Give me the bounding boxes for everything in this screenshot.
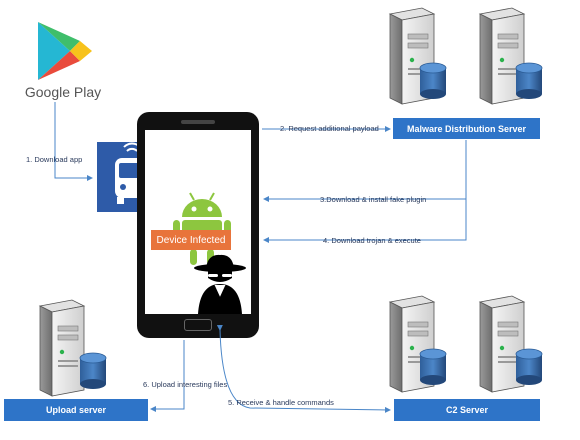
- malware-db-1-icon: [419, 62, 447, 100]
- step4-label: 4. Download trojan & execute: [323, 236, 421, 245]
- device-infected-text: Device Infected: [156, 234, 226, 246]
- step1-label: 1. Download app: [26, 155, 83, 164]
- upload-server-box: Upload server: [4, 399, 148, 421]
- google-play-logo: Google Play: [22, 16, 104, 102]
- step6-label: 6. Upload interesting files: [143, 380, 228, 389]
- malware-db-2-icon: [515, 62, 543, 100]
- hacker-icon: [194, 254, 246, 314]
- malware-distribution-server-box: Malware Distribution Server: [393, 118, 540, 139]
- step2-label: 2. Request additional payload: [280, 124, 379, 133]
- step3-label: 3.Download & install fake plugin: [320, 195, 427, 204]
- c2-server-box: C2 Server: [394, 399, 540, 421]
- upload-db-icon: [79, 352, 107, 390]
- google-play-logo-icon: [38, 22, 92, 80]
- google-play-label: Google Play: [24, 84, 102, 100]
- phone-speaker: [181, 120, 215, 124]
- c2-db-2-icon: [515, 348, 543, 386]
- step5-label: 5. Receive & handle commands: [228, 398, 334, 407]
- c2-server-label: C2 Server: [445, 405, 489, 415]
- phone-home-button[interactable]: [184, 319, 212, 331]
- c2-db-1-icon: [419, 348, 447, 386]
- malware-distribution-server-label: Malware Distribution Server: [406, 123, 527, 134]
- device-infected-badge: Device Infected: [151, 230, 231, 250]
- upload-server-label: Upload server: [45, 405, 107, 415]
